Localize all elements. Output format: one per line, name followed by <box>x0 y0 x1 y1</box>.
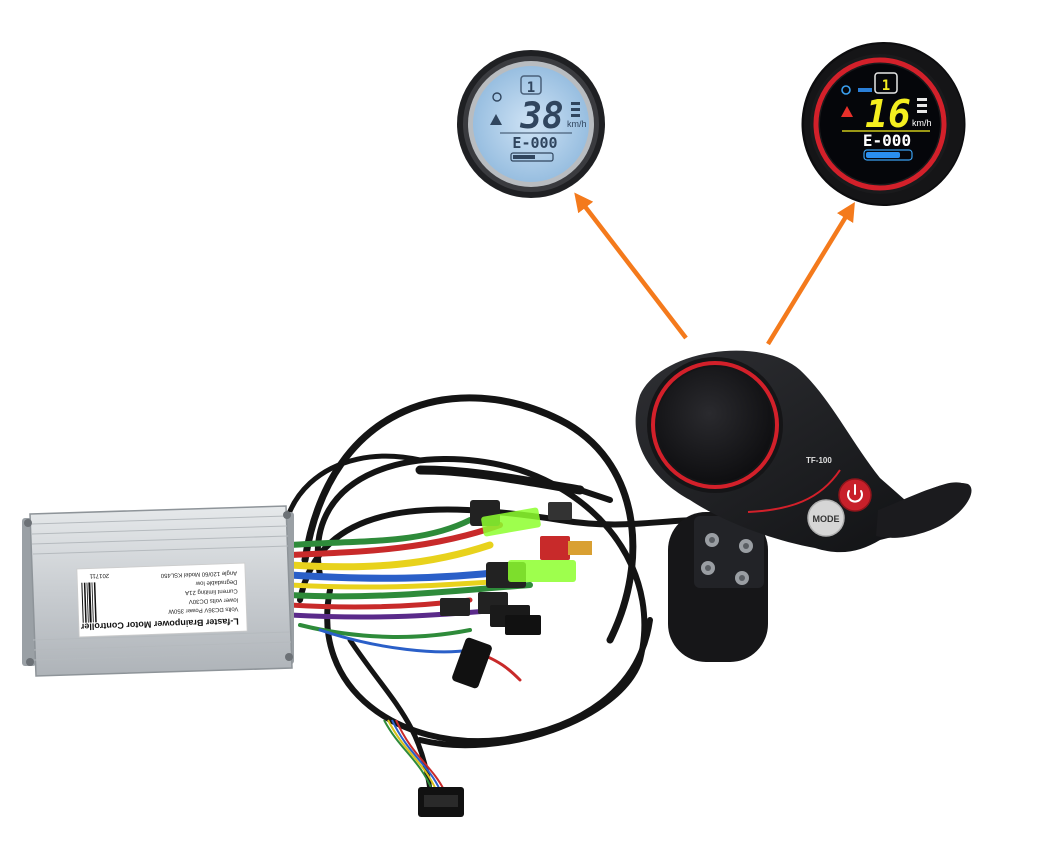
controller-label-line-3: Current limiting 21A <box>185 587 238 595</box>
speed-readout-mono: 38 <box>519 96 563 137</box>
controller-label: L-faster Brainpower Motor Controller Vol… <box>76 562 248 638</box>
mode-button[interactable]: MODE <box>807 499 845 537</box>
gear-indicator-color: 1 <box>882 78 890 94</box>
green-connector-top <box>481 507 541 537</box>
arrow-left <box>574 192 688 340</box>
connectors <box>440 500 592 689</box>
barcode <box>81 582 97 623</box>
speed-unit-color: km/h <box>912 118 932 128</box>
controller-serial: 201711 <box>89 572 109 579</box>
power-button[interactable] <box>838 478 872 512</box>
green-connector-bottom <box>508 560 576 582</box>
error-code-color: E-000 <box>863 131 911 150</box>
controller-label-line-1: Volts DC36V Power 350W <box>168 605 239 613</box>
thumb-throttle: TF-100 MODE <box>635 350 972 662</box>
cruise-icon-color <box>841 85 851 95</box>
arrow-right <box>766 201 855 346</box>
gear-indicator-mono: 1 <box>527 80 535 96</box>
warning-icon <box>490 114 502 125</box>
speed-readout-color: 16 <box>865 92 911 136</box>
controller-label-line-4: Degradable low <box>195 578 238 585</box>
cruise-icon <box>492 92 502 102</box>
arrows <box>574 192 855 346</box>
battery-bar-color <box>863 149 913 161</box>
power-icon <box>847 484 863 503</box>
speed-unit-mono: km/h <box>567 119 587 129</box>
display-mono: 1 38 km/h E-000 <box>457 50 605 198</box>
controller-label-line-5: Angle 120/60 Model KSL450 <box>160 569 237 578</box>
motor-controller: L-faster Brainpower Motor Controller Vol… <box>22 505 294 677</box>
warning-icon-color <box>841 106 853 117</box>
controller-label-line-2: lower volts DC30V <box>189 596 239 604</box>
mode-button-label: MODE <box>813 514 840 524</box>
bottom-wires <box>383 719 445 791</box>
display-color: 1 16 km/h E-000 <box>801 42 966 206</box>
error-code-mono: E-000 <box>512 134 557 152</box>
throttle-model: TF-100 <box>806 456 832 465</box>
battery-bar-mono <box>510 152 554 162</box>
